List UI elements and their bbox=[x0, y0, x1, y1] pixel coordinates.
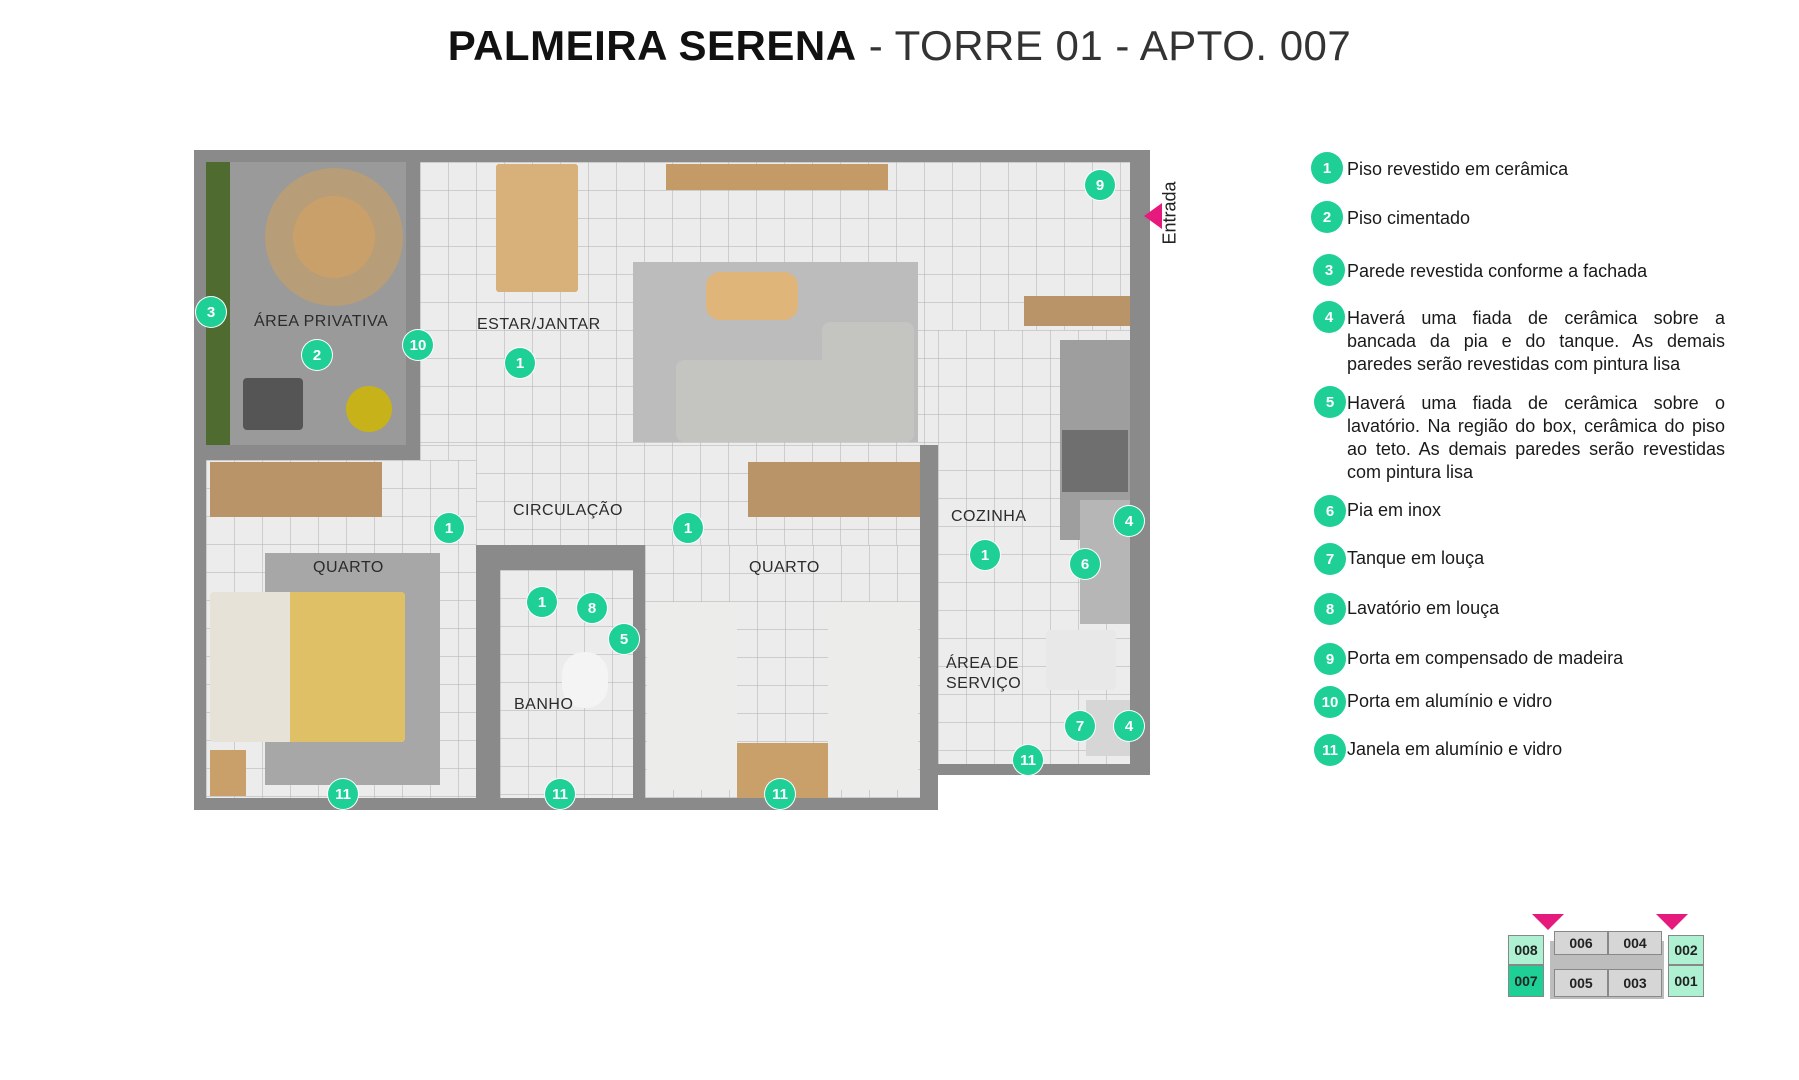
marker-1-banho: 1 bbox=[527, 587, 557, 617]
legend-marker: 9 bbox=[1314, 643, 1346, 675]
label-estar-jantar: ESTAR/JANTAR bbox=[477, 316, 601, 333]
marker-9: 9 bbox=[1085, 170, 1115, 200]
legend-text: Haverá uma fiada de cerâmica sobre o lav… bbox=[1347, 393, 1725, 482]
marker-1-estar: 1 bbox=[505, 348, 535, 378]
washing-machine bbox=[1046, 630, 1116, 690]
closet-right bbox=[748, 462, 920, 517]
minimap-unit-003: 003 bbox=[1608, 969, 1662, 997]
kitchen-shelf bbox=[1024, 296, 1130, 326]
marker-2: 2 bbox=[302, 340, 332, 370]
legend-text: Piso cimentado bbox=[1347, 208, 1471, 228]
legend-marker: 11 bbox=[1314, 734, 1346, 766]
marker-10: 10 bbox=[403, 330, 433, 360]
legend-text: Tanque em louça bbox=[1347, 548, 1485, 568]
marker-7: 7 bbox=[1065, 711, 1095, 741]
entrance-label: Entrada bbox=[1160, 168, 1180, 258]
legend-text: Piso revestido em cerâmica bbox=[1347, 159, 1569, 179]
legend-marker: 5 bbox=[1314, 386, 1346, 418]
label-quarto-left: QUARTO bbox=[313, 559, 384, 576]
minimap-unit-007: 007 bbox=[1508, 965, 1544, 997]
entrance-text: Entrada bbox=[1159, 181, 1180, 245]
cooktop bbox=[1062, 430, 1128, 492]
marker-8: 8 bbox=[577, 593, 607, 623]
legend-marker: 2 bbox=[1311, 201, 1343, 233]
minimap-unit-002: 002 bbox=[1668, 935, 1704, 965]
entrance-arrow-icon bbox=[1144, 203, 1162, 229]
label-circulacao: CIRCULAÇÃO bbox=[513, 502, 623, 519]
legend-text: Parede revestida conforme a fachada bbox=[1347, 261, 1648, 281]
minimap-entrance-arrow-right-icon bbox=[1656, 914, 1688, 930]
minimap-unit-001: 001 bbox=[1668, 965, 1704, 997]
project-name: PALMEIRA SERENA bbox=[447, 22, 857, 69]
marker-1-circulacao-a: 1 bbox=[434, 513, 464, 543]
legend-text: Porta em alumínio e vidro bbox=[1347, 691, 1553, 711]
tower-minimap: 008 007 006 004 005 003 002 001 bbox=[1500, 905, 1720, 1005]
marker-1-circulacao-b: 1 bbox=[673, 513, 703, 543]
page-title: PALMEIRA SERENA - TORRE 01 - APTO. 007 bbox=[0, 22, 1799, 70]
legend-marker: 10 bbox=[1314, 686, 1346, 718]
dining-table bbox=[496, 164, 578, 292]
marker-11-servico: 11 bbox=[1013, 745, 1043, 775]
single-bed-b bbox=[828, 602, 918, 790]
barbecue-grill bbox=[243, 378, 303, 430]
marker-11-banho: 11 bbox=[545, 779, 575, 809]
legend-text: Porta em compensado de madeira bbox=[1347, 648, 1624, 668]
legend-marker: 7 bbox=[1314, 543, 1346, 575]
coffee-table bbox=[706, 272, 798, 320]
legend-text: Haverá uma fiada de cerâmica sobre a ban… bbox=[1347, 308, 1725, 374]
label-banho: BANHO bbox=[514, 696, 574, 713]
minimap-unit-006: 006 bbox=[1554, 931, 1608, 955]
legend-marker: 4 bbox=[1313, 301, 1345, 333]
marker-4-bottom: 4 bbox=[1114, 711, 1144, 741]
marker-3: 3 bbox=[196, 297, 226, 327]
legend-marker: 1 bbox=[1311, 152, 1343, 184]
marker-11-quarto-left: 11 bbox=[328, 779, 358, 809]
toilet bbox=[562, 652, 608, 708]
marker-11-quarto-right: 11 bbox=[765, 779, 795, 809]
bed-blanket bbox=[290, 592, 405, 742]
legend-marker: 6 bbox=[1314, 495, 1346, 527]
label-area-servico-1: ÁREA DE bbox=[946, 655, 1019, 672]
sofa-chaise bbox=[822, 322, 914, 382]
label-area-privativa: ÁREA PRIVATIVA bbox=[254, 313, 389, 330]
label-quarto-right: QUARTO bbox=[749, 559, 820, 576]
legend-text: Lavatório em louça bbox=[1347, 598, 1500, 618]
single-bed-a bbox=[647, 602, 737, 790]
yellow-pouf bbox=[346, 386, 392, 432]
closet-left bbox=[210, 462, 382, 517]
legend-marker: 3 bbox=[1313, 254, 1345, 286]
nightstand-left bbox=[210, 750, 246, 796]
marker-1-cozinha: 1 bbox=[970, 540, 1000, 570]
tower-apartment: - TORRE 01 - APTO. 007 bbox=[868, 22, 1352, 69]
exterior-cutout bbox=[938, 775, 1158, 820]
label-cozinha: COZINHA bbox=[951, 508, 1027, 525]
label-area-servico-2: SERVIÇO bbox=[946, 675, 1022, 692]
minimap-unit-008: 008 bbox=[1508, 935, 1544, 965]
legend-text: Janela em alumínio e vidro bbox=[1347, 739, 1563, 759]
minimap-unit-005: 005 bbox=[1554, 969, 1608, 997]
marker-5: 5 bbox=[609, 624, 639, 654]
round-table bbox=[293, 196, 375, 278]
minimap-unit-004: 004 bbox=[1608, 931, 1662, 955]
legend-marker: 8 bbox=[1314, 593, 1346, 625]
minimap-entrance-arrow-left-icon bbox=[1532, 914, 1564, 930]
floor-plan: ÁREA PRIVATIVA ESTAR/JANTAR CIRCULAÇÃO Q… bbox=[0, 0, 1158, 820]
legend-text: Pia em inox bbox=[1347, 500, 1442, 520]
marker-4-top: 4 bbox=[1114, 506, 1144, 536]
tv-rack bbox=[666, 164, 888, 190]
marker-6: 6 bbox=[1070, 549, 1100, 579]
